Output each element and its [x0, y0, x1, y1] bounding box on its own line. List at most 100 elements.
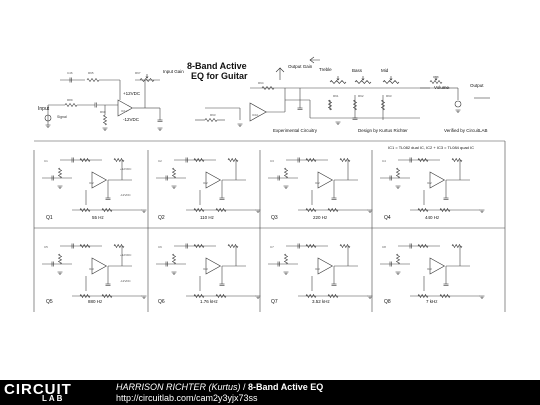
schematic-title-line2: EQ for Guitar [191, 71, 248, 81]
band-freq-q3: 220 Hz [313, 215, 328, 220]
schematic-title-line1: 8-Band Active [187, 61, 247, 71]
ground-symbol [157, 127, 163, 131]
section-label-q3: Q3 [271, 215, 278, 221]
resistor [352, 99, 358, 111]
ground-symbol [171, 271, 177, 275]
component-value: IC2 [315, 181, 320, 185]
resistor [79, 243, 91, 249]
neg-supply-label: -12VDC [123, 117, 140, 122]
component-value: -12VDC [120, 279, 132, 283]
resistor [227, 157, 239, 163]
ground-symbol [255, 209, 261, 213]
section-label-q7: Q7 [271, 299, 278, 305]
component-value: +12VDC [120, 253, 132, 257]
ground-symbol [283, 271, 289, 275]
ground-symbol [171, 185, 177, 189]
arrow [309, 56, 320, 64]
component-value: C7 [270, 245, 274, 249]
component-value: C4 [382, 159, 386, 163]
op-amp [317, 257, 334, 275]
section-label-q2: Q2 [158, 215, 165, 221]
potentiometer-wiper [336, 76, 340, 81]
footer-author: HARRISON RICHTER (Kurtus) [116, 382, 241, 392]
component-value: R92 [358, 94, 364, 98]
resistor [380, 99, 386, 111]
section-label-q8: Q8 [384, 299, 391, 305]
ground-symbol [102, 127, 108, 131]
component-value: IC3 [203, 267, 208, 271]
input-gain-label: Input Gain [163, 69, 184, 74]
caption-verified: Verified by CircuitLAB [444, 128, 488, 133]
resistor [171, 167, 177, 179]
band-freq-q4: 440 Hz [425, 215, 440, 220]
section-label-q6: Q6 [158, 299, 165, 305]
component-value: IC3 [427, 267, 432, 271]
resistor [79, 207, 91, 213]
resistor [86, 77, 100, 83]
resistor [204, 117, 218, 123]
resistor [193, 157, 205, 163]
component-value: R97 [135, 71, 141, 75]
potentiometer-wiper [361, 76, 365, 81]
band-freq-q7: 3.52 kHz [312, 299, 331, 304]
caption-experimental: Experimental Circuitry [273, 128, 318, 133]
resistor [451, 243, 463, 249]
resistor [79, 293, 91, 299]
component-value: R98 [433, 75, 439, 79]
resistor [339, 243, 351, 249]
ground-symbol [237, 123, 243, 127]
band-freq-q1: 55 Hz [92, 215, 105, 220]
signal-label: Signal [57, 115, 67, 119]
bass-label: Bass [352, 68, 363, 73]
resistor [101, 207, 113, 213]
footer-bar: CIRCUIT LAB HARRISON RICHTER (Kurtus) / … [0, 380, 540, 405]
op-amp [91, 257, 108, 275]
output-label: Output [470, 83, 484, 88]
resistor [193, 293, 205, 299]
resistor [215, 207, 227, 213]
ground-symbol [57, 271, 63, 275]
op-amp [205, 171, 222, 189]
ground-symbol [57, 185, 63, 189]
resistor [305, 157, 317, 163]
resistor [451, 157, 463, 163]
resistor [417, 157, 429, 163]
resistor [339, 157, 351, 163]
resistor [417, 293, 429, 299]
resistor [101, 293, 113, 299]
resistor [261, 85, 275, 91]
op-amp [117, 99, 134, 117]
ground-symbol [141, 209, 147, 213]
ground-symbol [141, 295, 147, 299]
resistor [439, 293, 451, 299]
resistor [113, 243, 125, 249]
component-value: IC2 [89, 181, 94, 185]
op-amp [429, 257, 446, 275]
component-value: -12VDC [120, 193, 132, 197]
output-gain-label: Output Gain [288, 64, 313, 69]
resistor [395, 253, 401, 265]
op-amp [429, 171, 446, 189]
ground-symbol [45, 124, 51, 128]
resistor [283, 167, 289, 179]
component-value: +12VDC [120, 167, 132, 171]
op-amp [249, 102, 267, 122]
resistor [171, 253, 177, 265]
potentiometer-wiper [145, 74, 149, 79]
component-value: R91 [333, 94, 339, 98]
footer-url[interactable]: http://circuitlab.com/cam2y3yjx73ss [116, 393, 258, 403]
resistor [193, 243, 205, 249]
ground-symbol [335, 121, 341, 125]
ground-symbol [479, 295, 485, 299]
resistor [102, 114, 108, 126]
component-value: IC3 [89, 267, 94, 271]
potentiometer-wiper [434, 76, 438, 81]
op-amp [91, 171, 108, 189]
mid-label: Mid [381, 68, 389, 73]
footer-title: 8-Band Active EQ [248, 382, 324, 392]
arrow [275, 67, 285, 80]
resistor [417, 207, 429, 213]
potentiometer-wiper [389, 76, 393, 81]
resistor [354, 80, 372, 84]
